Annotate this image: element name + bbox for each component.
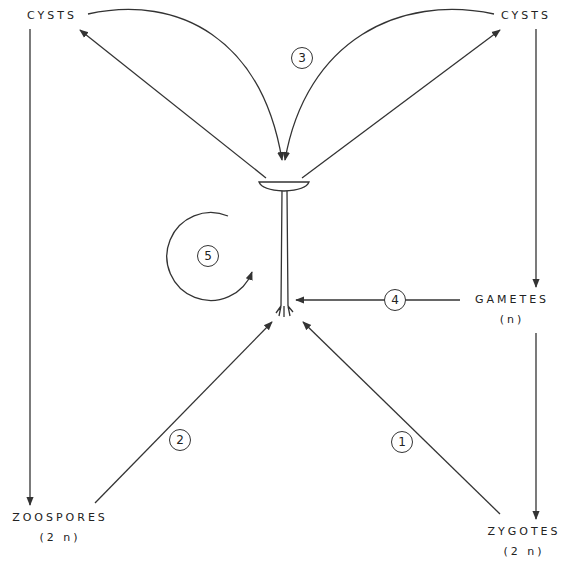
callout-number: 5 [197,245,219,267]
alga-cap [259,182,309,191]
callout-number: 1 [391,431,413,453]
stage-name: ZYGOTES (2 n) [478,522,570,562]
alga-rhizoid [276,306,293,317]
cycle-arrow [535,29,536,287]
stage-name: GAMETES (n) [466,290,558,330]
stage-name: CYSTS [12,6,92,26]
cycle-arrow [535,333,536,519]
loop-arrow [167,213,252,301]
callout-number: 2 [169,429,191,451]
stage-label: ZOOSPORES (2 n) [4,508,116,548]
arrow-cysts-to-plant [88,9,282,160]
stage-name: ZOOSPORES (2 n) [4,508,116,548]
arrow-zygotes-to-plant [303,322,500,514]
callout-number: 4 [384,289,406,311]
stage-label: ZYGOTES (2 n) [478,522,570,562]
stage-label: CYSTS [12,6,92,26]
cycle-arrow [29,29,30,505]
stage-label: CYSTS [486,6,566,26]
alga-stalk [281,191,288,306]
stage-name: CYSTS [486,6,566,26]
arrow-to-cysts [302,30,500,178]
arrow-to-cysts [80,30,266,178]
stage-label: GAMETES (n) [466,290,558,330]
arrow-gametes-to-plant [296,299,460,300]
arrow-zoospores-to-plant [95,322,272,503]
callout-number: 3 [291,47,313,69]
arrow-cysts-to-plant [285,9,494,160]
